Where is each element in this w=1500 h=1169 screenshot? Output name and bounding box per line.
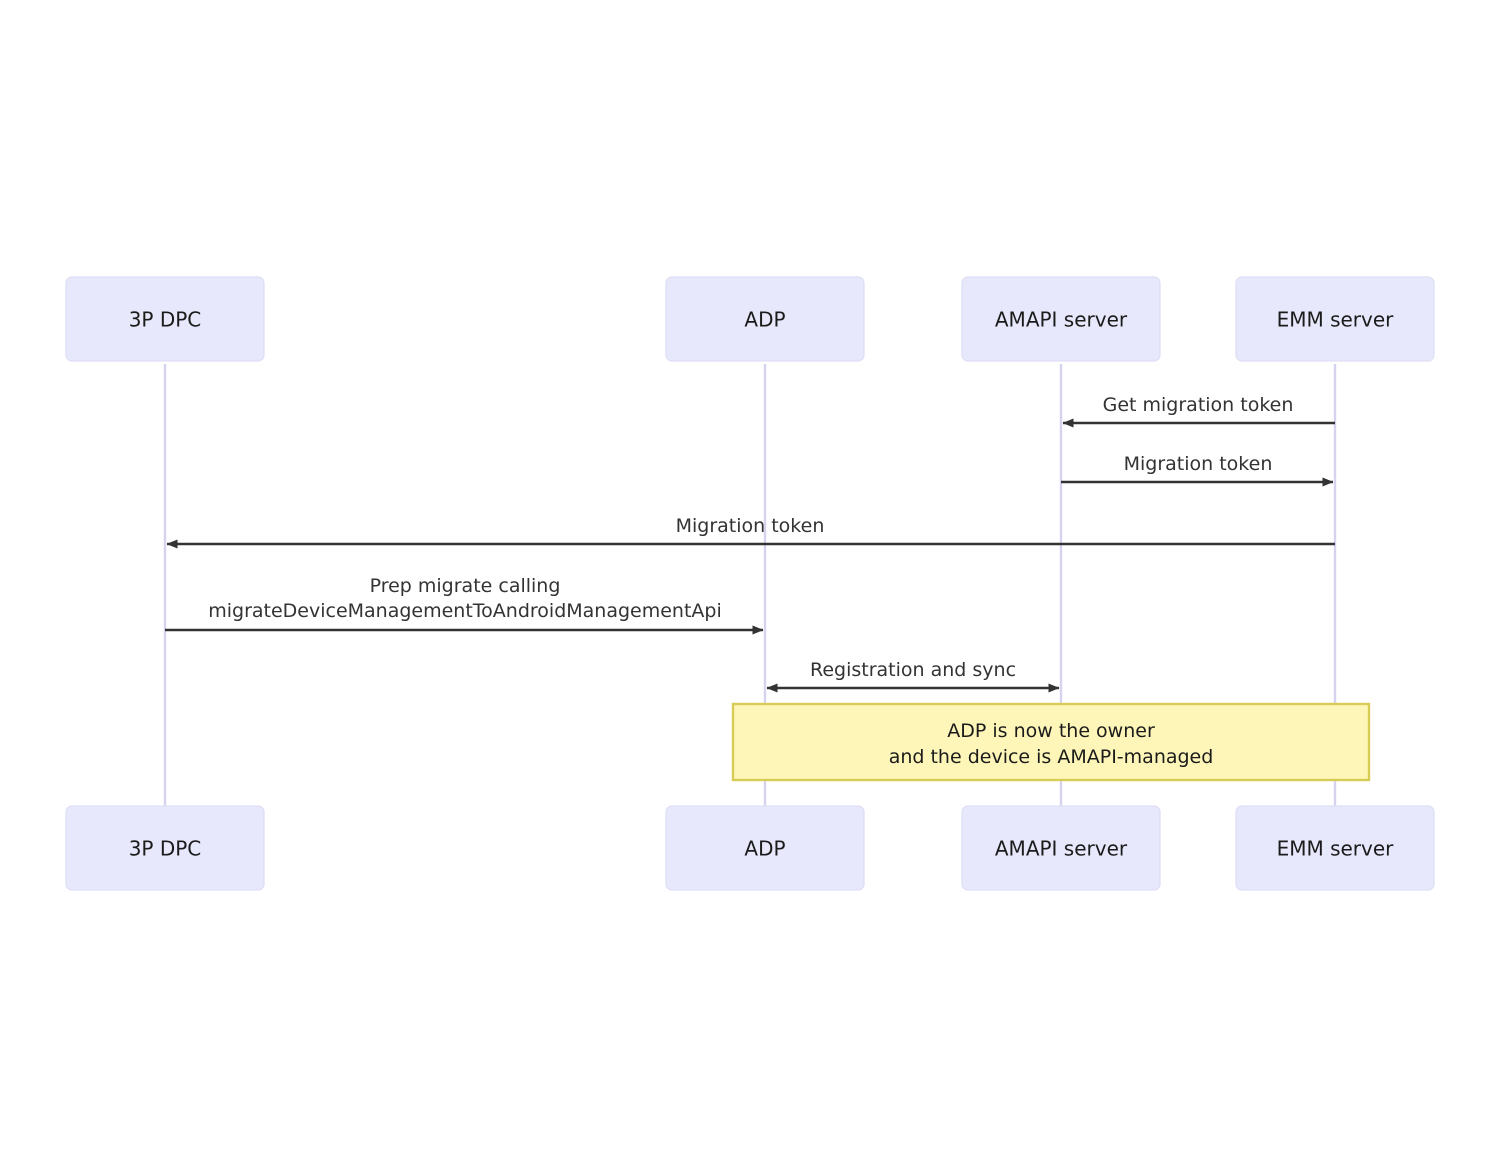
participant-box[interactable] xyxy=(665,276,865,362)
message-prep-migrate: Prep migrate calling migrateDeviceManage… xyxy=(165,575,764,635)
participant-bottom-3p-dpc[interactable]: 3P DPC xyxy=(65,805,265,891)
participant-box[interactable] xyxy=(961,276,1161,362)
message-label-line-2: migrateDeviceManagementToAndroidManageme… xyxy=(208,600,722,622)
participant-box[interactable] xyxy=(961,805,1161,891)
note-line-1: ADP is now the owner xyxy=(947,720,1155,742)
message-migration-token-to-dpc: Migration token xyxy=(166,515,1335,549)
participant-box[interactable] xyxy=(1235,805,1435,891)
note-adp-owner: ADP is now the owner and the device is A… xyxy=(731,702,1371,782)
participant-box[interactable] xyxy=(665,805,865,891)
participant-label: EMM server xyxy=(1277,308,1395,332)
message-label: Migration token xyxy=(1124,453,1273,475)
participant-label: AMAPI server xyxy=(995,837,1128,861)
note-box xyxy=(731,702,1371,782)
participant-box[interactable] xyxy=(65,276,265,362)
participant-label: AMAPI server xyxy=(995,308,1128,332)
note-line-2: and the device is AMAPI-managed xyxy=(889,746,1214,768)
message-get-migration-token: Get migration token xyxy=(1062,394,1335,428)
participant-bottom-amapi-server[interactable]: AMAPI server xyxy=(961,805,1161,891)
participant-label: 3P DPC xyxy=(129,837,202,861)
participant-label: 3P DPC xyxy=(129,308,202,332)
participant-top-amapi-server[interactable]: AMAPI server xyxy=(961,276,1161,362)
message-label-line-1: Prep migrate calling xyxy=(370,575,561,597)
top-participants: 3P DPC ADP AMAPI server EMM server xyxy=(65,276,1435,362)
participant-bottom-emm-server[interactable]: EMM server xyxy=(1235,805,1435,891)
participant-label: ADP xyxy=(744,837,785,861)
participant-label: ADP xyxy=(744,308,785,332)
participant-box[interactable] xyxy=(1235,276,1435,362)
message-label: Registration and sync xyxy=(810,659,1016,681)
message-migration-token-to-emm: Migration token xyxy=(1061,453,1334,487)
participant-top-emm-server[interactable]: EMM server xyxy=(1235,276,1435,362)
message-registration-and-sync: Registration and sync xyxy=(766,659,1060,693)
bottom-participants: 3P DPC ADP AMAPI server EMM server xyxy=(65,805,1435,891)
message-label: Get migration token xyxy=(1103,394,1294,416)
message-label: Migration token xyxy=(676,515,825,537)
participant-label: EMM server xyxy=(1277,837,1395,861)
participant-box[interactable] xyxy=(65,805,265,891)
participant-bottom-adp[interactable]: ADP xyxy=(665,805,865,891)
participant-top-3p-dpc[interactable]: 3P DPC xyxy=(65,276,265,362)
participant-top-adp[interactable]: ADP xyxy=(665,276,865,362)
